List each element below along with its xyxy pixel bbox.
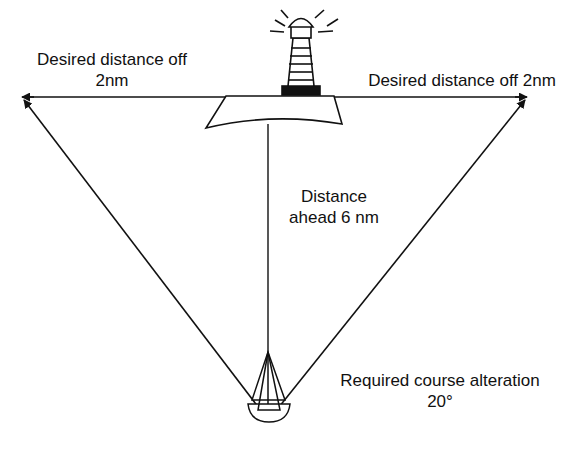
arrow-head-right [515,96,527,98]
boat-symbol [248,352,290,422]
distance-off-label: Desired distance off 2nm [367,70,557,91]
arrow-head-left [22,96,34,98]
course-alteration-label: Required course alteration 20° [333,370,547,413]
lighthouse-symbol [206,10,342,128]
course-line-right [275,100,525,412]
course-line-left [24,100,262,412]
distance-ahead-label: Distance ahead 6 nm [278,186,390,229]
distance-off-label: Desired distance off 2nm [21,49,203,92]
